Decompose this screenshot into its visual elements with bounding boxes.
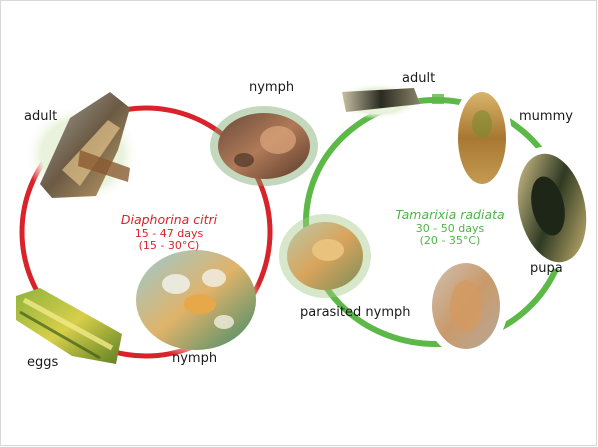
label-adult-wasp: adult <box>402 72 435 85</box>
eggs-image <box>16 288 122 364</box>
label-pupa: pupa <box>530 262 563 275</box>
label-mummy: mummy <box>519 110 573 123</box>
psyllid-species-name: Diaphorina citri <box>107 212 231 227</box>
pupa-dark-image <box>500 139 598 277</box>
nymph-bottom-image <box>130 246 262 358</box>
parasitoid-species-name: Tamarixia radiata <box>388 207 512 222</box>
pupa-light-image <box>424 256 508 356</box>
label-nymph-bottom: nymph <box>172 352 217 365</box>
label-parasited-nymph: parasited nymph <box>300 306 410 319</box>
mummy-image <box>452 86 512 190</box>
nymph-top-image <box>210 106 318 186</box>
label-nymph-top: nymph <box>249 81 294 94</box>
label-adult-psyllid: adult <box>24 110 57 123</box>
label-eggs: eggs <box>27 356 58 369</box>
psyllid-temperature: (15 - 30°C) <box>119 240 219 253</box>
parasited-nymph-image <box>279 214 371 298</box>
parasitoid-temperature: (20 - 35°C) <box>400 235 500 248</box>
